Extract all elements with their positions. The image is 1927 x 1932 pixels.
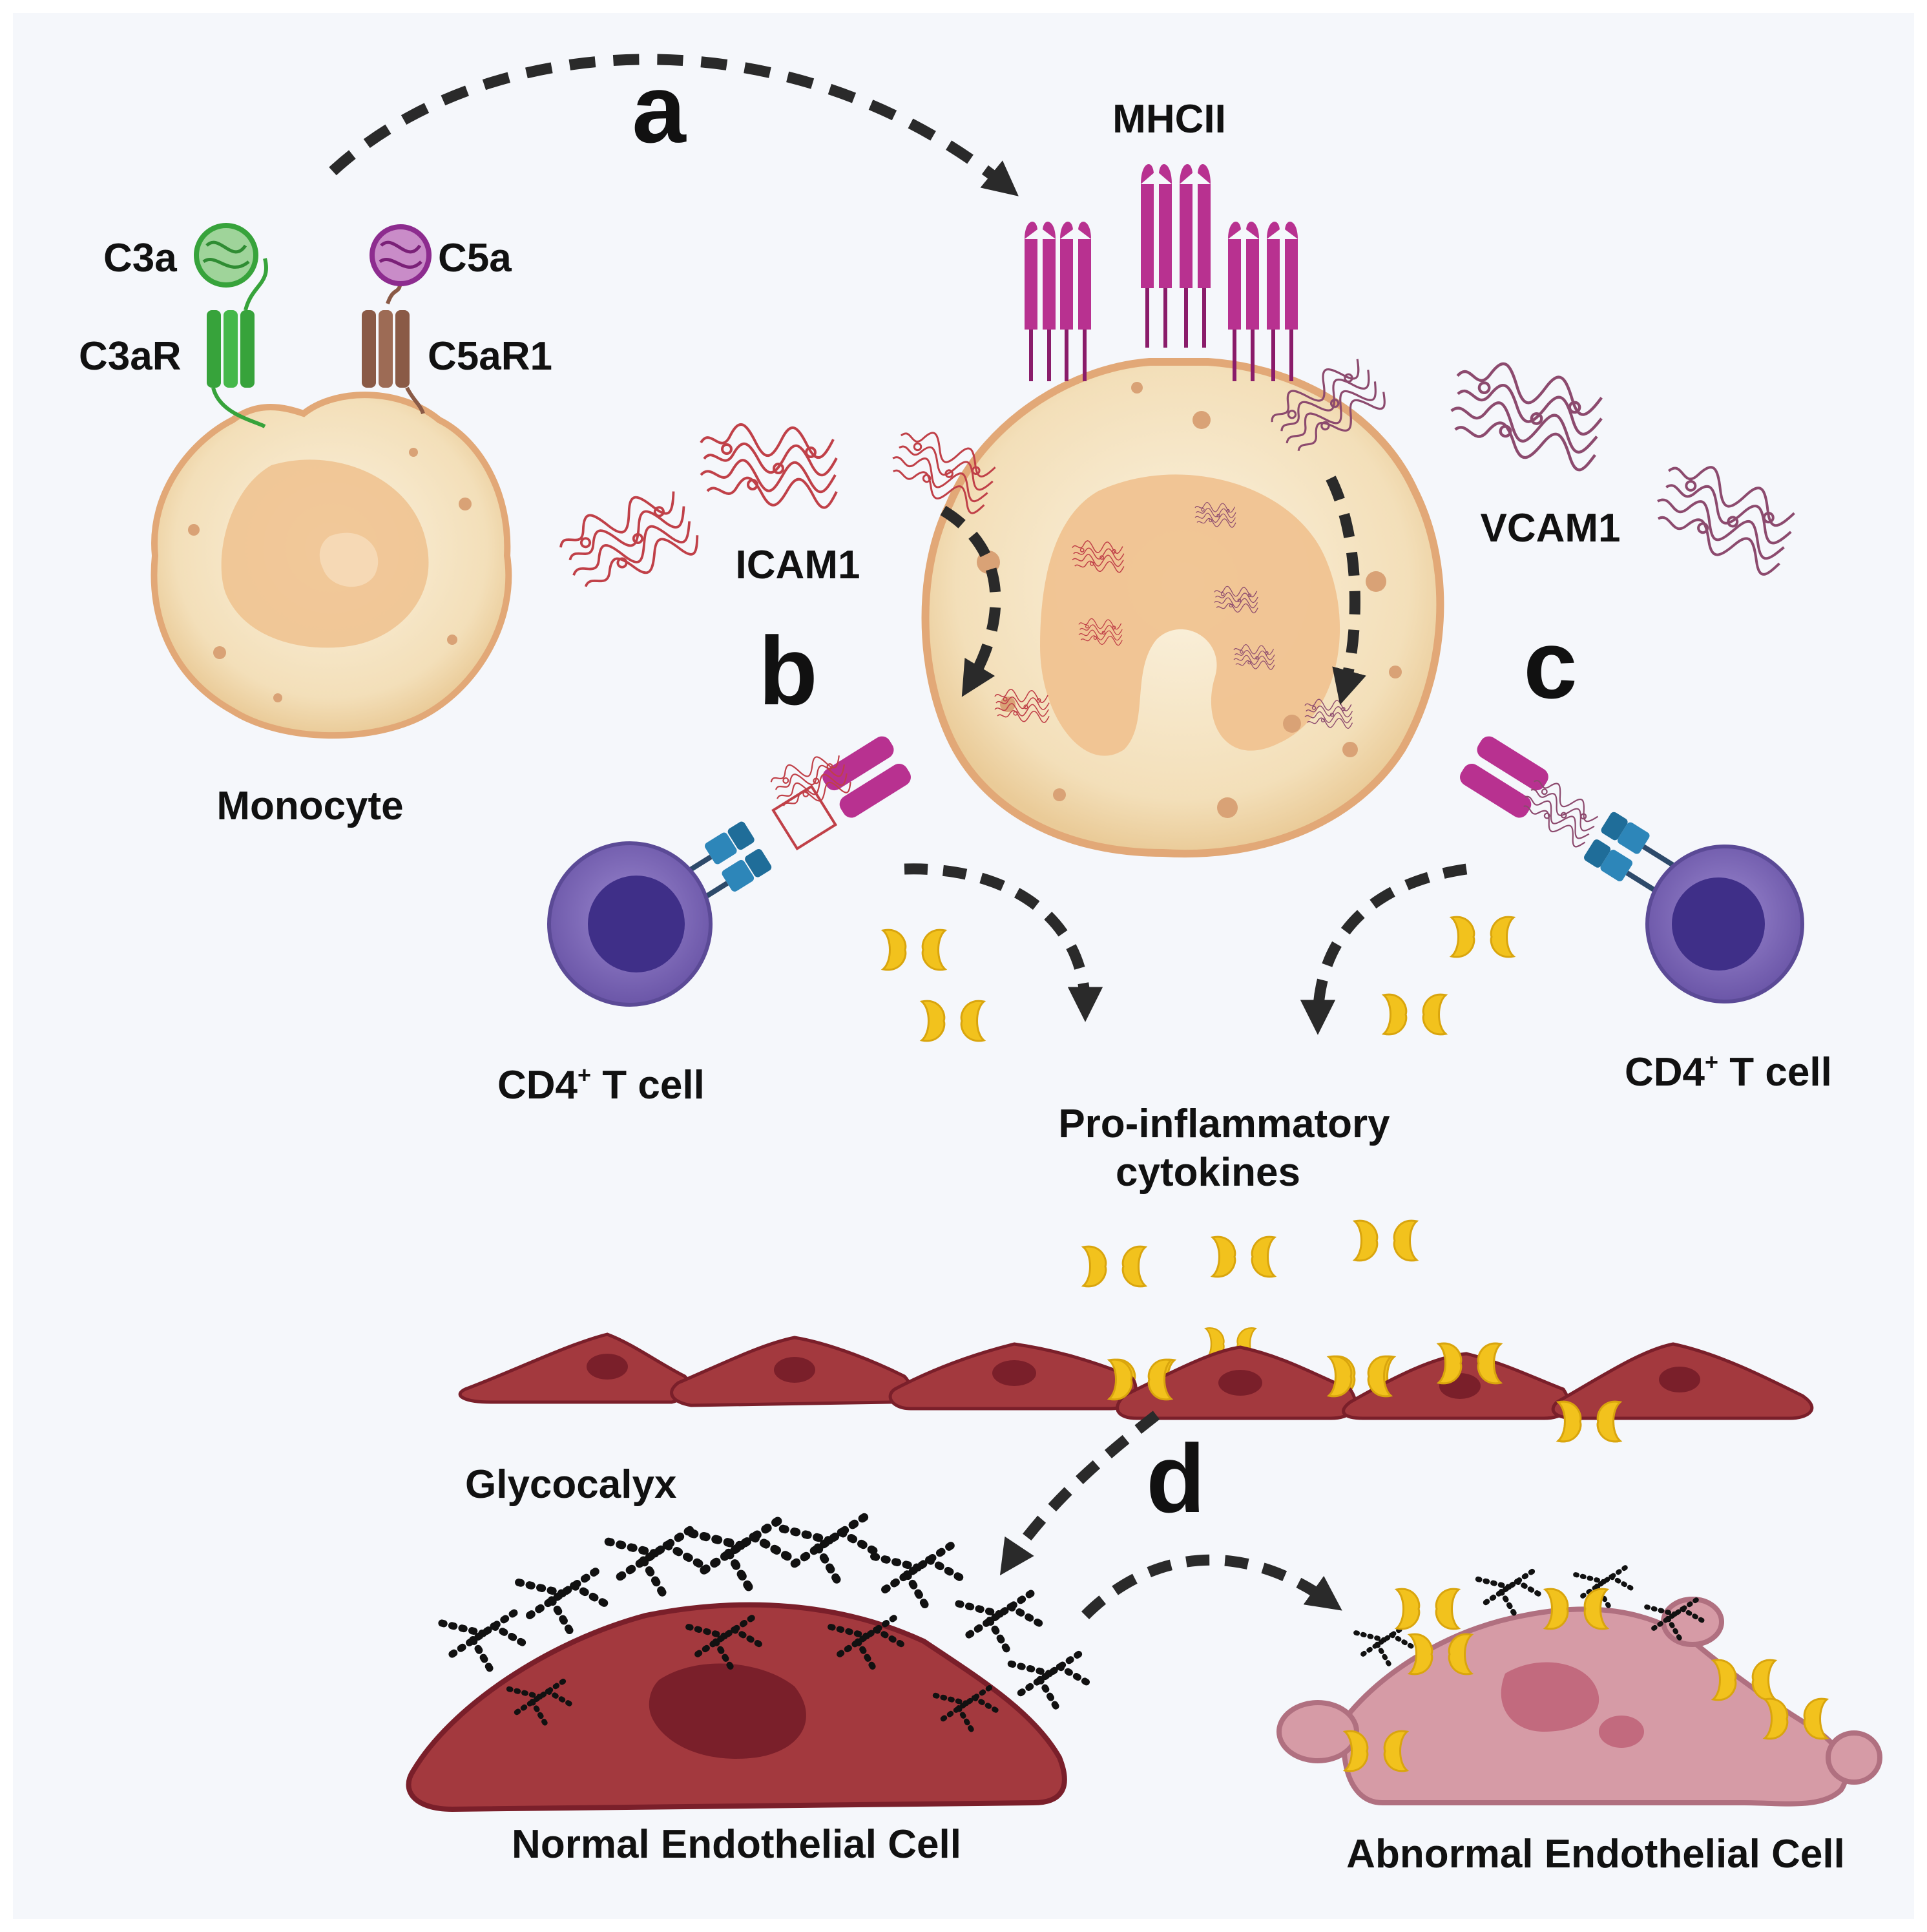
mhc-tcr-complex-left bbox=[676, 736, 911, 907]
c3a-ligand bbox=[194, 223, 258, 288]
normal-cell-label: Normal Endothelial Cell bbox=[512, 1822, 961, 1867]
arrow-d-across bbox=[1081, 1554, 1342, 1620]
abnormal-cell-label: Abnormal Endothelial Cell bbox=[1346, 1832, 1845, 1876]
panel-a-label: a bbox=[632, 54, 687, 163]
monocyte-label: Monocyte bbox=[216, 784, 403, 828]
normal-endothelial-cell bbox=[406, 1602, 1067, 1812]
c3ar-receptor bbox=[207, 258, 268, 428]
c5a-ligand bbox=[370, 224, 432, 286]
cytokines-label-line1: Pro-inflammatory bbox=[1058, 1102, 1390, 1146]
glycocalyx-label: Glycocalyx bbox=[465, 1462, 677, 1507]
c5ar1-receptor bbox=[362, 277, 425, 415]
panel-c-label: c bbox=[1523, 610, 1577, 719]
icam1-label: ICAM1 bbox=[736, 543, 860, 587]
panel-b-label: b bbox=[758, 616, 818, 725]
c3ar-label: C3aR bbox=[79, 334, 182, 379]
mhcii-label: MHCII bbox=[1112, 97, 1226, 142]
c5ar1-label: C5aR1 bbox=[428, 334, 552, 379]
cytokines-label-line2: cytokines bbox=[1116, 1150, 1300, 1195]
cd4-t-cell-left bbox=[547, 841, 713, 1007]
mhc-tcr-complex-right bbox=[1460, 736, 1678, 896]
monocyte-cell bbox=[151, 392, 512, 739]
cd4-t-cell-right bbox=[1645, 845, 1804, 1003]
arrow-b-internal bbox=[940, 505, 1001, 697]
abnormal-endothelial-cell bbox=[1276, 1597, 1882, 1807]
c5a-label: C5a bbox=[438, 236, 512, 280]
arrow-a bbox=[329, 54, 1019, 196]
panel-d-label: d bbox=[1146, 1424, 1205, 1533]
cd4-t-cell-left-label: CD4+ T cell bbox=[497, 1062, 705, 1108]
vcam1-label: VCAM1 bbox=[1480, 506, 1620, 551]
antigen-presenting-cell bbox=[921, 358, 1444, 858]
arrow-cytokine-right bbox=[1300, 863, 1468, 1035]
c3a-label: C3a bbox=[103, 236, 177, 280]
endothelial-layer bbox=[458, 1332, 1814, 1420]
arrow-cytokine-left bbox=[904, 863, 1103, 1022]
cd4-t-cell-right-label: CD4+ T cell bbox=[1625, 1049, 1832, 1095]
